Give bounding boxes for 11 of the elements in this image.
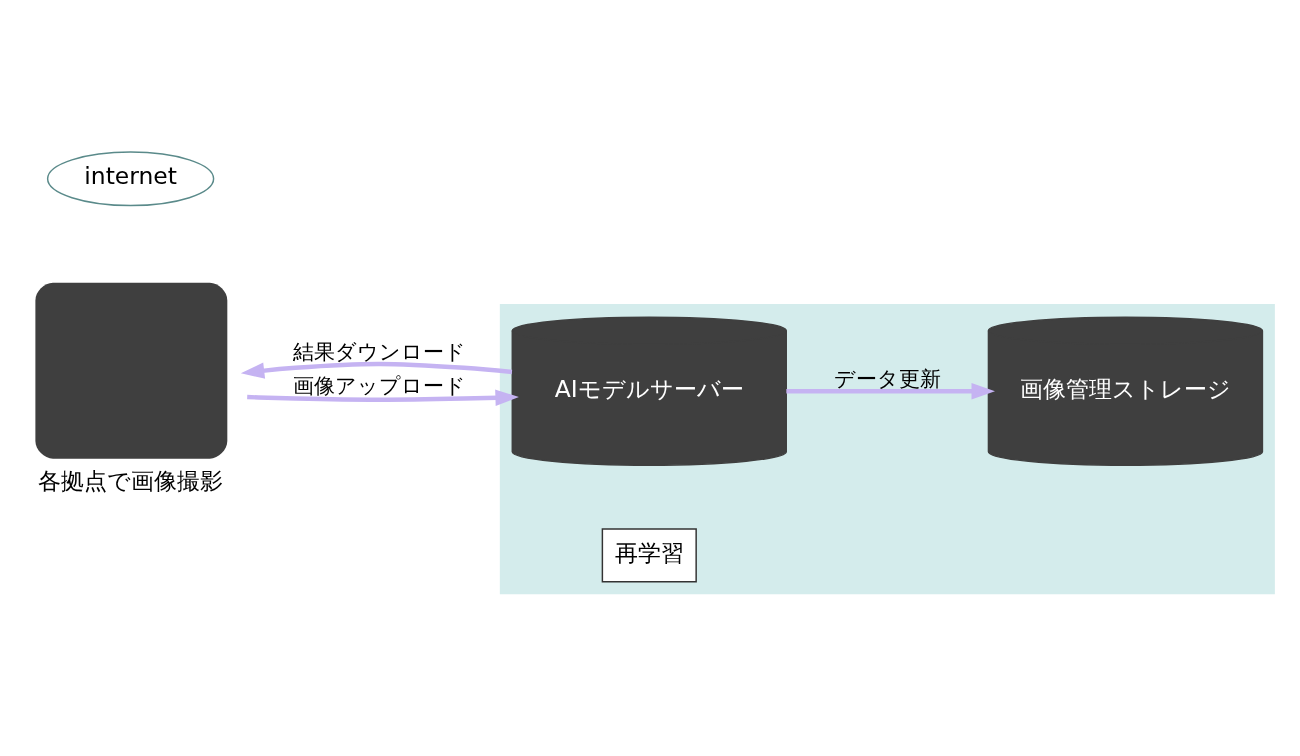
arrow xyxy=(786,382,995,399)
node-box: 再学習 xyxy=(601,527,697,582)
arrow xyxy=(247,389,519,406)
edge-label: データ更新 xyxy=(833,366,941,391)
node-label: 各拠点で画像撮影 xyxy=(38,466,224,495)
edge-label: 画像アップロード xyxy=(293,373,467,398)
edge-label: 結果ダウンロード xyxy=(293,339,467,364)
arrow xyxy=(240,361,513,379)
node-ellipse: internet xyxy=(46,150,215,206)
node-box xyxy=(35,282,228,459)
cluster xyxy=(499,303,1275,594)
